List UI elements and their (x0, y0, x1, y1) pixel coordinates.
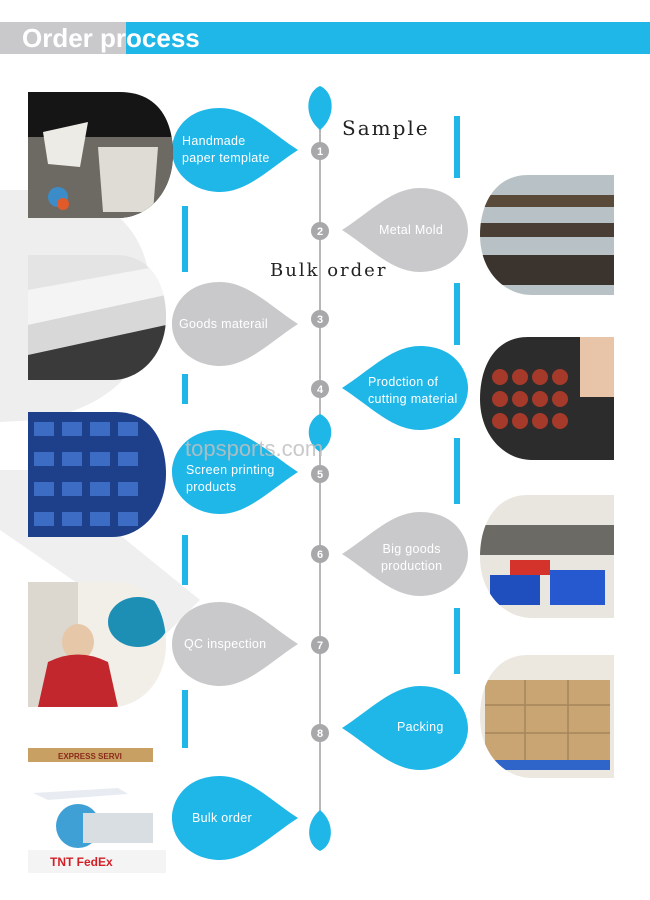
step-nodes (311, 142, 329, 742)
step-3-node (311, 310, 329, 328)
step-final-label: Bulk order (192, 811, 252, 825)
step-1-drop (172, 108, 298, 192)
step-final-drop (172, 776, 298, 860)
step-8-drop (342, 686, 468, 770)
step-3-number: 3 (317, 314, 323, 326)
step-2-node (311, 222, 329, 240)
accent-bar (454, 608, 460, 674)
step-6-node (311, 545, 329, 563)
step-8-node (311, 724, 329, 742)
end-drop-marker (309, 810, 331, 851)
sample-drop-marker (308, 86, 332, 130)
step-2-label: Metal Mold (379, 223, 444, 237)
step-7-number: 7 (317, 640, 323, 652)
step-4-number: 4 (317, 384, 324, 396)
accent-bar (182, 374, 188, 404)
website-watermark: topsports.com (185, 436, 324, 461)
accent-bar (454, 438, 460, 504)
step-6-drop (342, 512, 468, 596)
step-5-node (311, 465, 329, 483)
step-3-drop (172, 282, 298, 366)
svg-text:EXPRESS SERVI: EXPRESS SERVI (58, 752, 122, 761)
step-4-drop (342, 346, 468, 430)
big-goods-photo (480, 495, 614, 618)
paper-template-photo (28, 92, 173, 218)
page-title: Order process (22, 23, 200, 53)
qc-inspection-photo (28, 582, 166, 707)
step-1-number: 1 (317, 146, 323, 158)
svg-text:TNT FedEx: TNT FedEx (50, 855, 113, 869)
accent-bar (454, 283, 460, 345)
accent-bar (182, 690, 188, 748)
step-2-drop (342, 188, 468, 272)
step-7-drop (172, 602, 298, 686)
step-4-node (311, 380, 329, 398)
header-blue-band (126, 22, 650, 54)
screen-printing-photo (28, 412, 166, 537)
cutting-material-photo (480, 337, 614, 460)
accent-bar (182, 206, 188, 272)
step-7-node (311, 636, 329, 654)
bulk-drop-marker (308, 414, 332, 452)
step-5-number: 5 (317, 469, 323, 481)
step-8-number: 8 (317, 728, 323, 740)
goods-material-photo (28, 255, 166, 380)
accent-bar (454, 116, 460, 178)
step-1-node (311, 142, 329, 160)
step-3-label: Goods materail (179, 317, 268, 331)
step-6-number: 6 (317, 549, 323, 561)
step-5-drop (172, 430, 298, 514)
accent-bar (182, 535, 188, 585)
metal-mold-photo (480, 175, 614, 295)
step-7-label: QC inspection (184, 637, 267, 651)
stage-label-sample: Sample (342, 116, 430, 140)
stage-label-bulk: Bulk order (270, 260, 388, 281)
shipping-photo: EXPRESS SERVI TNT FedEx (28, 748, 166, 873)
step-8-label: Packing (397, 720, 444, 734)
header-grey-band (0, 22, 126, 54)
packing-photo (480, 655, 614, 778)
step-2-number: 2 (317, 226, 323, 238)
